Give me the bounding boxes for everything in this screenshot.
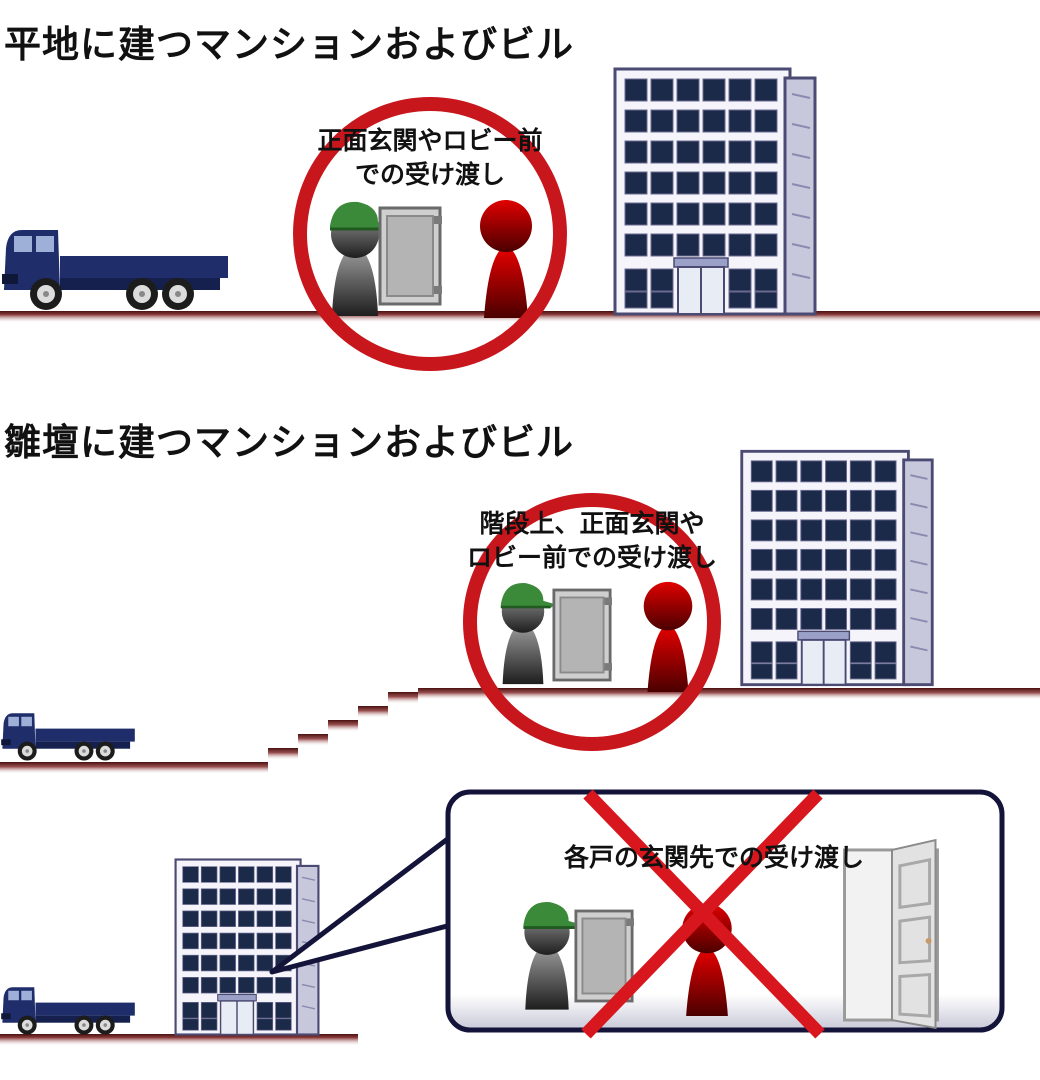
resident-icon — [480, 200, 532, 318]
building-icon — [174, 858, 320, 1036]
caption-flat-line-1: 正面玄関やロビー前 — [317, 126, 542, 155]
delivery-person-icon — [499, 581, 558, 686]
section-heading-flat: 平地に建つマンションおよびビル — [4, 23, 574, 66]
truck-icon — [1, 713, 135, 761]
caption-flat-line-2: での受け渡し — [355, 160, 505, 189]
circle-ok-icon — [293, 97, 567, 371]
door-icon — [378, 206, 444, 306]
section-flat-ground: 正面玄関やロビー前 での受け渡し — [0, 67, 1040, 371]
cross-ng-icon — [581, 789, 825, 1039]
truck-icon — [2, 230, 228, 310]
section-heading-terraced: 雛壇に建つマンションおよびビル — [4, 421, 574, 464]
truck-icon — [1, 987, 135, 1035]
circle-ok-icon — [463, 493, 721, 751]
section-terraced-ground: 階段上、正面玄関や ロビー前での受け渡し — [0, 449, 1040, 774]
building-icon — [740, 449, 934, 687]
ground-line — [0, 1034, 358, 1046]
caption-terraced-line-1: 階段上、正面玄関や — [479, 509, 704, 538]
building-icon — [613, 67, 817, 316]
resident-icon — [643, 581, 693, 692]
section-door-to-door: 各戸の玄関先での受け渡し — [0, 789, 1005, 1046]
stepped-ground — [0, 688, 1040, 774]
caption-terraced-line-2: ロビー前での受け渡し — [467, 543, 717, 572]
door-icon — [552, 588, 614, 682]
caption-door-to-door: 各戸の玄関先での受け渡し — [563, 843, 864, 872]
